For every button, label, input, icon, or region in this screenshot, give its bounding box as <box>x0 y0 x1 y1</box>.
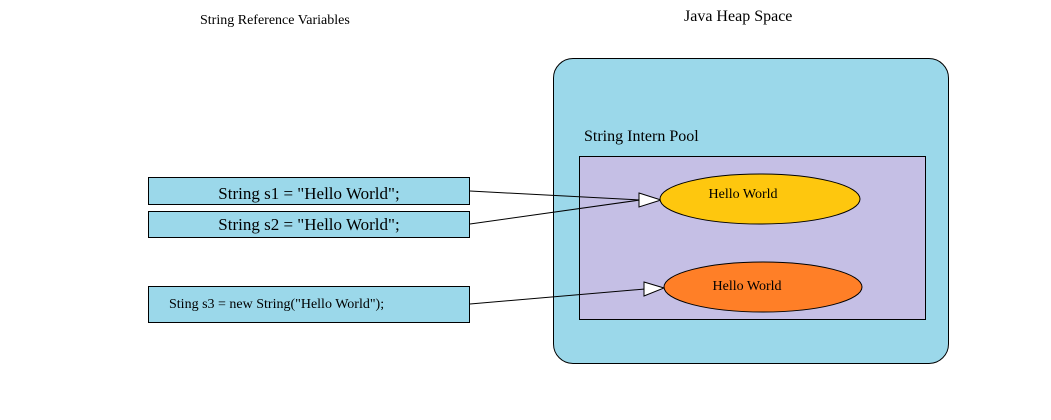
arrow-s2-line <box>469 199 641 225</box>
variable-box-s3: Sting s3 = new String("Hello World"); <box>148 286 470 323</box>
new-string-object <box>663 261 863 313</box>
new-string-label: Hello World <box>713 279 782 294</box>
arrow-head-interned <box>638 192 663 208</box>
variable-code: Sting s3 = new String("Hello World"); <box>169 296 385 312</box>
interned-string-object <box>659 173 861 225</box>
arrow-s3-line <box>469 288 646 305</box>
heap-space-title: Java Heap Space <box>684 8 793 25</box>
reference-variables-title: String Reference Variables <box>200 13 350 28</box>
arrow-head-new <box>643 281 666 297</box>
variable-code: String s2 = "Hello World"; <box>218 214 400 234</box>
intern-pool-label: String Intern Pool <box>584 128 699 145</box>
variable-code: String s1 = "Hello World"; <box>218 184 400 203</box>
interned-string-label: Hello World <box>709 187 778 202</box>
variable-box-s1: String s1 = "Hello World"; <box>148 177 470 205</box>
variable-box-s2: String s2 = "Hello World"; <box>148 211 470 238</box>
arrow-s1-line <box>469 190 641 201</box>
